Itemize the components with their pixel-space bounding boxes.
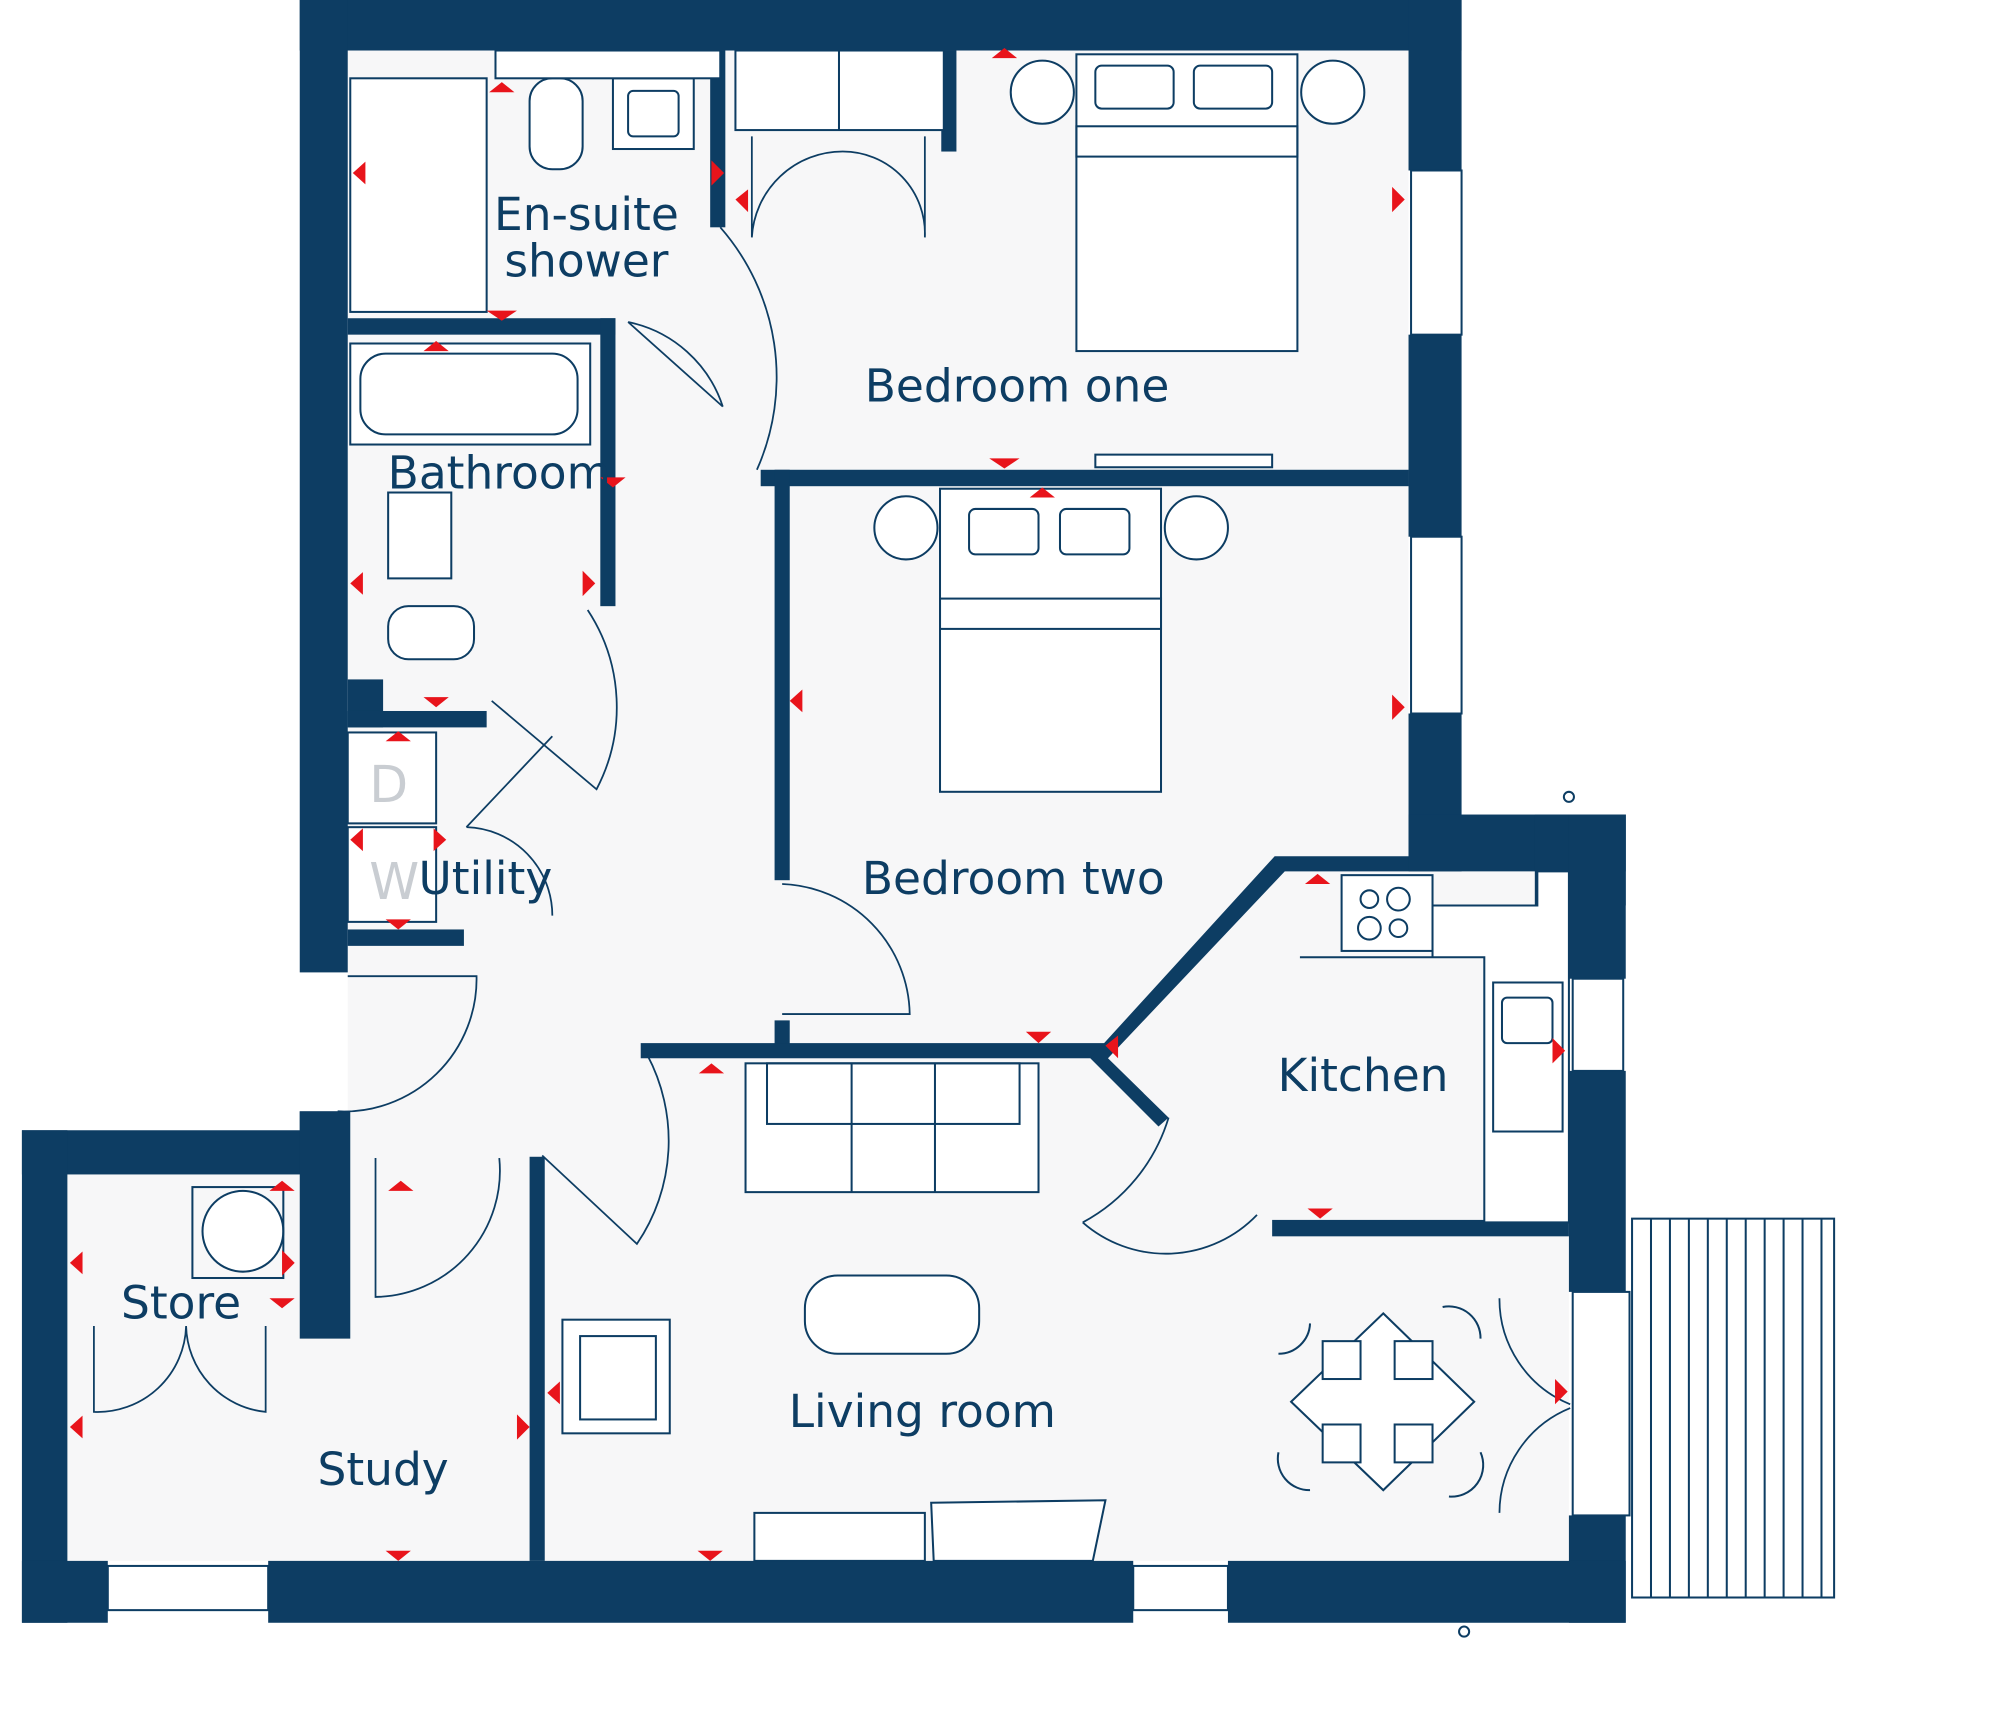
dryer-appliance (346, 731, 438, 825)
washer-label: W (369, 852, 419, 911)
room-label-bathroom: Bathroom (388, 447, 611, 500)
window (1132, 1564, 1229, 1612)
bathtub (349, 342, 592, 446)
walls (21, 0, 1626, 1623)
room-label-kitchen: Kitchen (1278, 1049, 1449, 1102)
window (106, 1564, 270, 1612)
room-label-living-room: Living room (789, 1385, 1056, 1438)
tv-unit (753, 1511, 926, 1562)
window (1410, 169, 1463, 336)
bathroom-toilet (387, 605, 476, 661)
radiator (1094, 453, 1274, 469)
window (1410, 535, 1463, 715)
dryer-label: D (369, 755, 408, 814)
bedside-lamp (1009, 59, 1075, 125)
hob (1340, 874, 1434, 952)
tv (930, 1499, 1107, 1562)
balcony (1631, 1217, 1836, 1599)
shower-tray (349, 77, 488, 313)
bedside-lamp (873, 495, 939, 561)
room-label-utility: Utility (419, 852, 553, 905)
bedside-lamp (1300, 59, 1366, 125)
bed-bedroom-two (939, 487, 1163, 793)
kitchen-counter (1299, 870, 1570, 1224)
measurement-markers (69, 47, 1568, 1561)
bedside-lamp (1163, 495, 1229, 561)
window (1571, 1290, 1631, 1517)
bed-bedroom-one (1075, 53, 1299, 353)
boiler-unit (201, 1189, 285, 1273)
room-label-bedroom-two: Bedroom two (862, 852, 1165, 905)
ensuite-basin (611, 77, 695, 151)
ensuite-toilet (528, 77, 584, 171)
coffee-table (803, 1274, 981, 1355)
room-label-en-suite: En-suite (494, 188, 679, 241)
room-label-en-suite-line2: shower (504, 235, 668, 288)
room-label-bedroom-one: Bedroom one (865, 360, 1170, 413)
door-swings (93, 136, 1571, 1513)
room-label-store: Store (121, 1276, 241, 1329)
room-label-study: Study (317, 1443, 448, 1496)
bathroom-basin (387, 491, 453, 580)
room-labels: En-suite shower Bedroom one Bathroom Bed… (121, 188, 1449, 1496)
fixtures (106, 49, 1836, 1638)
window (1571, 977, 1625, 1072)
sofa (744, 1062, 1040, 1194)
kitchen-sink (1492, 981, 1564, 1133)
